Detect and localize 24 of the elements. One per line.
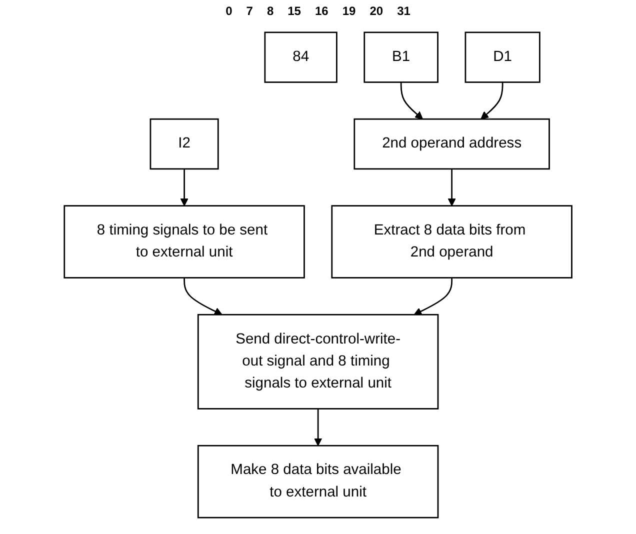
node-box: Make 8 data bits available to external unit [197,444,439,518]
arrow [180,168,188,206]
bit-number: 7 [246,4,253,18]
node-box: 84 [264,32,338,83]
bit-number: 31 [397,4,410,18]
node-box: Send direct-control-write-out signal and 8 timing signals to external unit [197,314,439,410]
arrow [480,82,504,120]
arrow [314,408,322,446]
arrow [184,278,222,316]
arrow [400,82,423,120]
node-box: I2 [150,118,219,170]
node-box: 2nd operand address [354,118,550,170]
bit-number: 20 [370,4,384,18]
node-box: D1 [464,32,540,83]
bit-number: 0 [226,4,232,18]
bit-number: 16 [314,4,328,18]
bit-number: 19 [342,4,356,18]
bit-number: 15 [288,4,301,18]
node-box: B1 [364,32,438,83]
node-box: 8 timing signals to be sent to external unit [64,205,305,278]
bit-number: 8 [266,4,274,18]
arrow [448,168,456,206]
node-box: Extract 8 data bits from 2nd operand [331,205,572,278]
arrow [414,278,452,316]
